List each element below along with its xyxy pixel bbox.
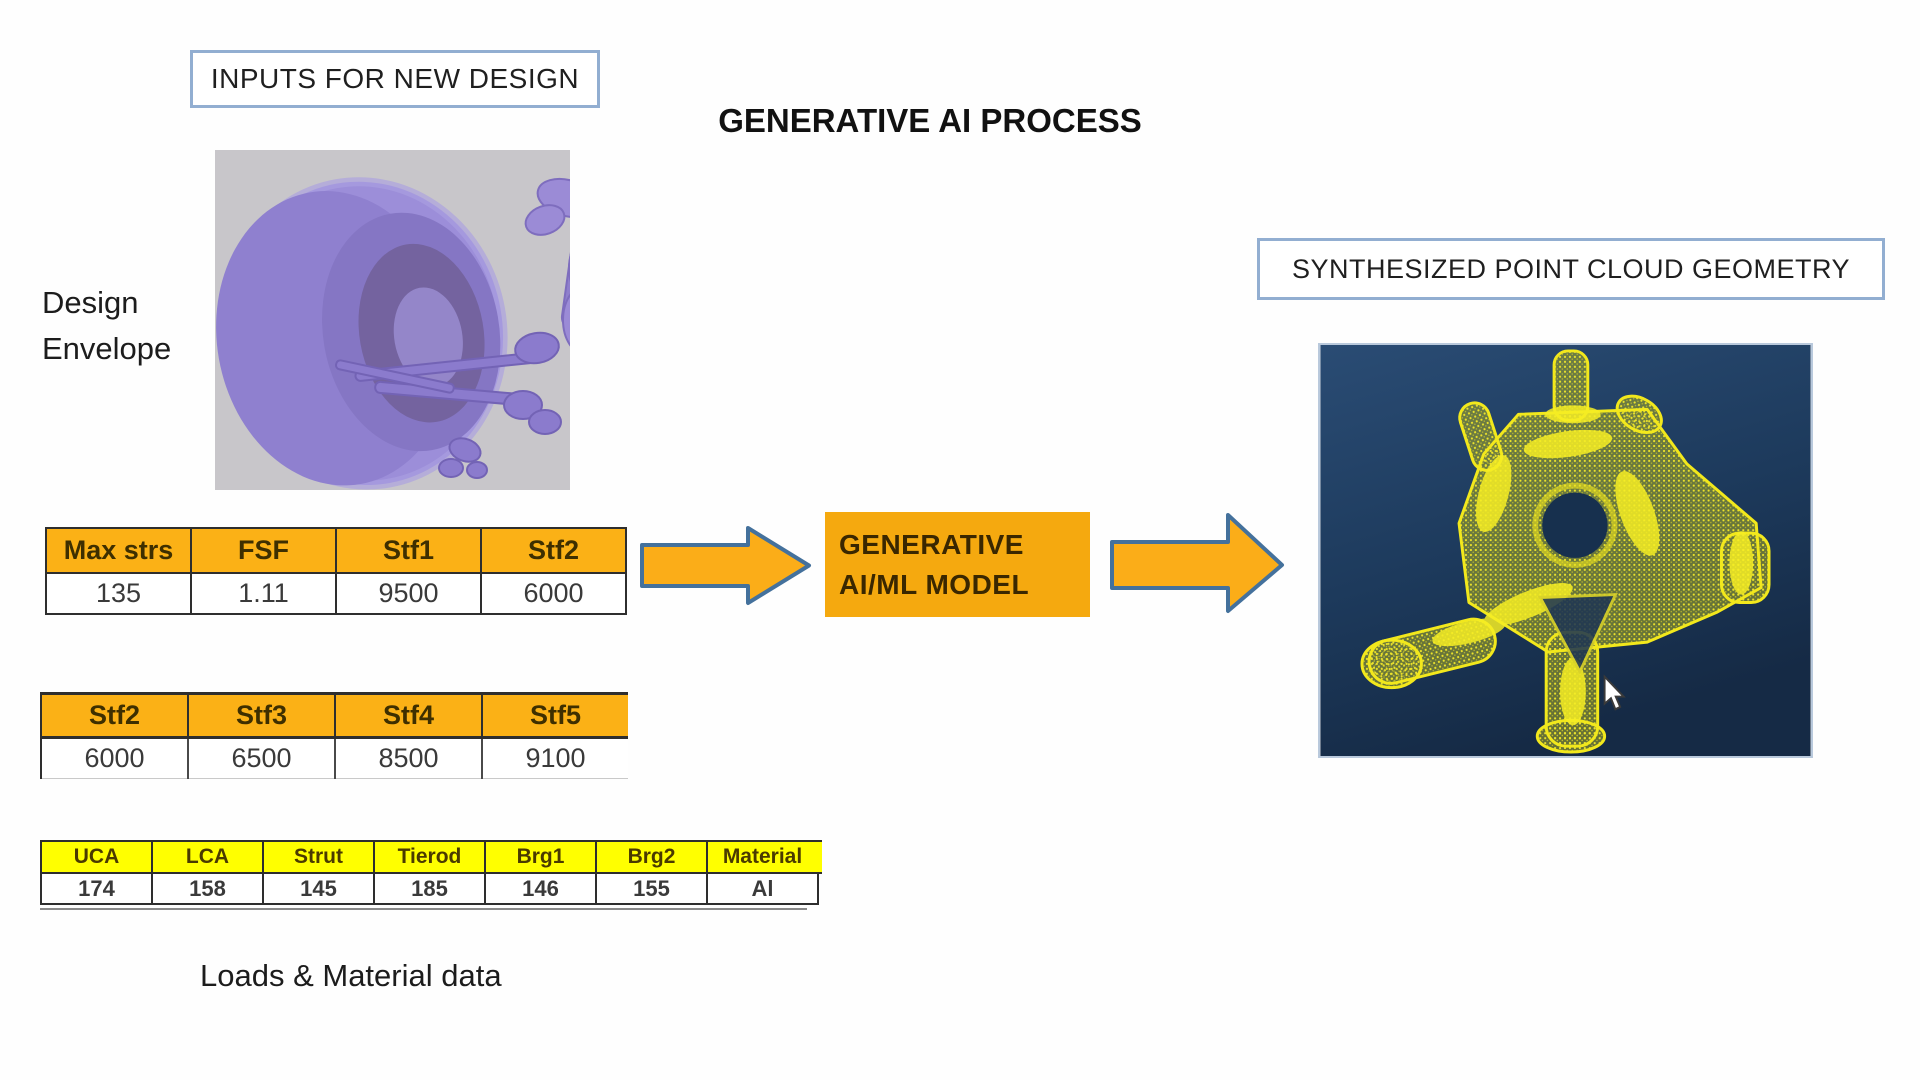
synthesized-box-label: SYNTHESIZED POINT CLOUD GEOMETRY <box>1291 253 1851 284</box>
model-box: GENERATIVE AI/ML MODEL <box>825 512 1090 617</box>
arrow-cursor-icon <box>1603 674 1626 711</box>
table-stiffness: Stf2 Stf3 Stf4 Stf5 6000 6500 8500 9100 <box>40 692 628 779</box>
table-loads-material: UCA LCA Strut Tierod Brg1 Brg2 Material … <box>40 840 819 905</box>
model-box-line2: AI/ML MODEL <box>839 568 1030 600</box>
table-row: Stf2 Stf3 Stf4 Stf5 <box>40 692 628 739</box>
table-row: 174 158 145 185 146 155 Al <box>40 872 819 905</box>
table-edge-sliver <box>810 840 822 874</box>
inputs-box-label: INPUTS FOR NEW DESIGN <box>210 63 580 94</box>
loads-caption: Loads & Material data <box>200 958 502 993</box>
design-envelope-label: Design Envelope <box>42 285 172 366</box>
synthesized-box: SYNTHESIZED POINT CLOUD GEOMETRY <box>1257 238 1885 300</box>
page-title: GENERATIVE AI PROCESS <box>718 102 1142 139</box>
flow-arrow-right-icon <box>1110 513 1284 613</box>
inputs-box: INPUTS FOR NEW DESIGN <box>190 50 600 108</box>
table-underline <box>40 908 807 910</box>
table-row: 6000 6500 8500 9100 <box>40 737 628 779</box>
design-envelope-image <box>215 150 570 490</box>
model-box-line1: GENERATIVE <box>839 528 1024 560</box>
table-row: UCA LCA Strut Tierod Brg1 Brg2 Material <box>40 840 819 874</box>
table-design-inputs: Max strs FSF Stf1 Stf2 135 1.11 9500 600… <box>45 527 627 615</box>
table-row: Max strs FSF Stf1 Stf2 <box>45 527 627 574</box>
point-cloud-image <box>1318 343 1813 758</box>
flow-arrow-left-icon <box>640 526 811 605</box>
table-row: 135 1.11 9500 6000 <box>45 572 627 615</box>
